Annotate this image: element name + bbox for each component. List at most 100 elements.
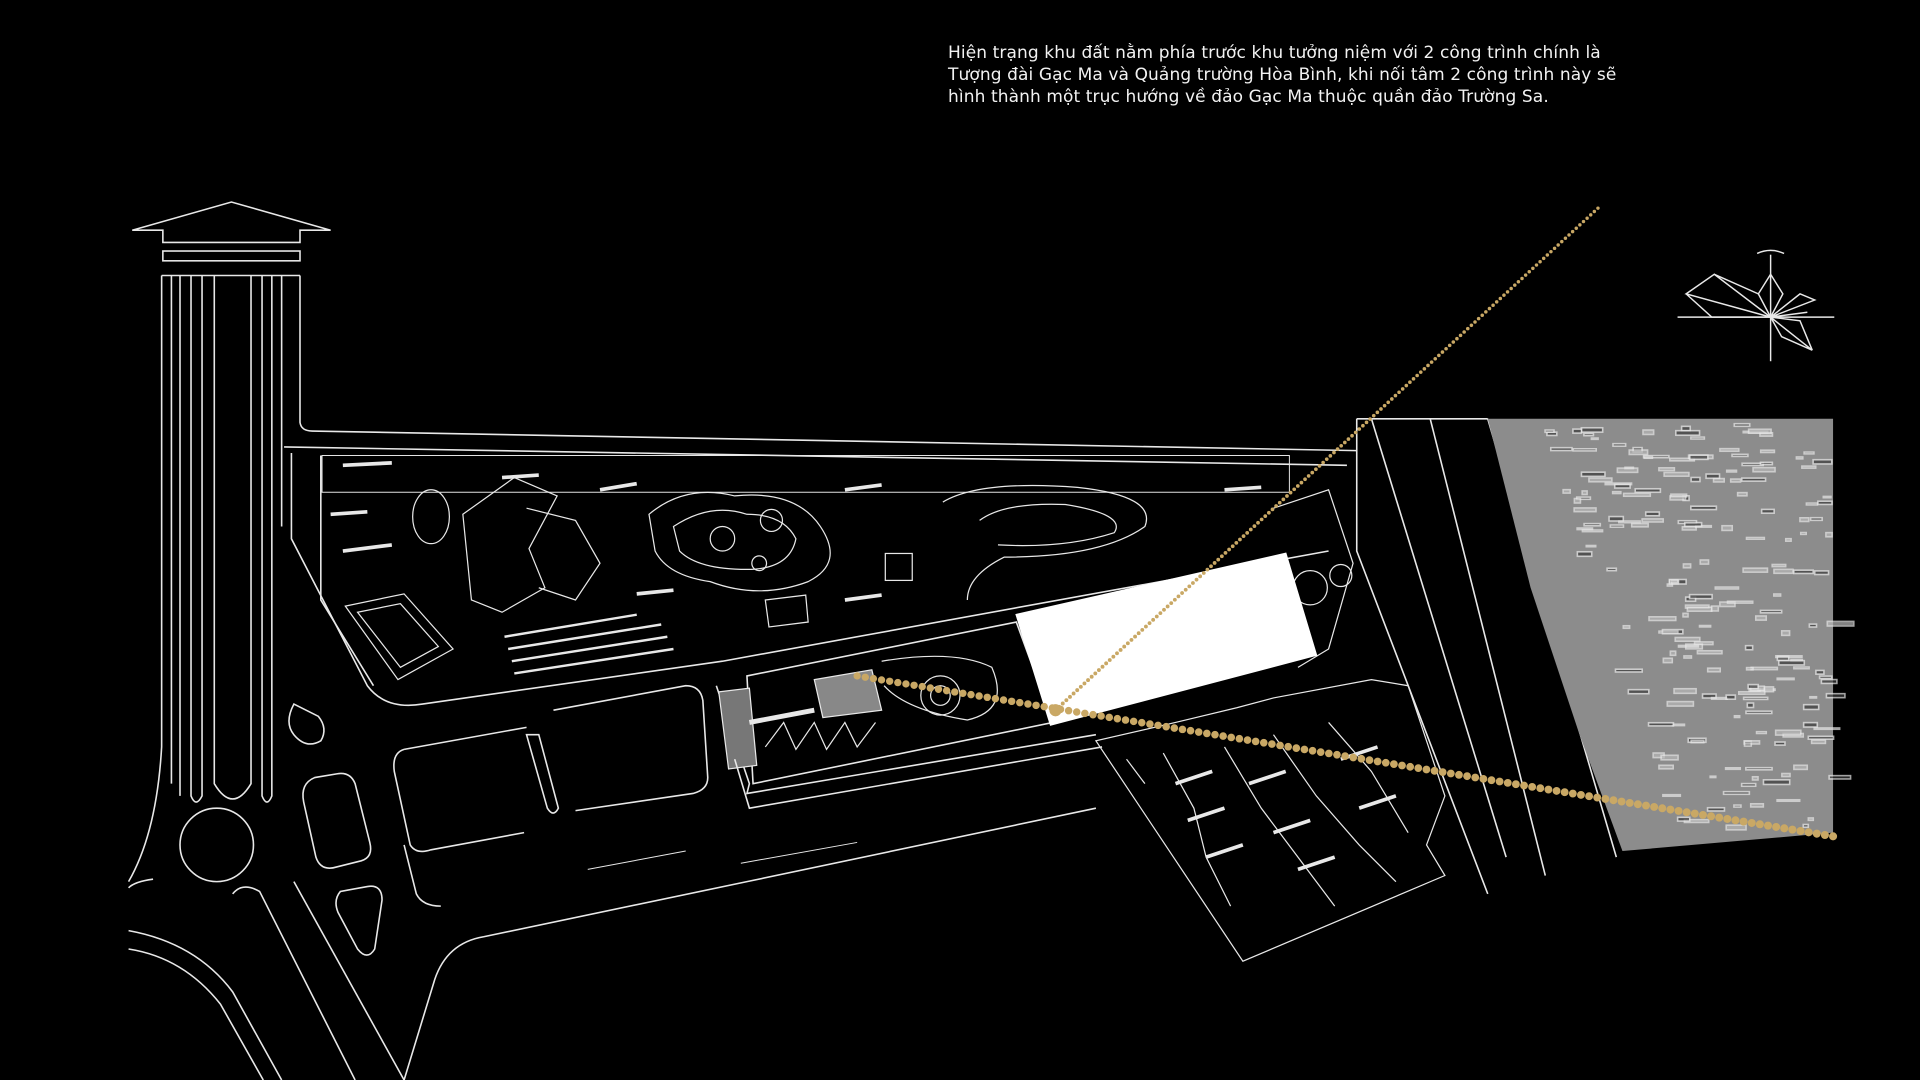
axis-dot: [1064, 706, 1073, 715]
axis-dot: [1191, 581, 1195, 585]
axis-dot: [1314, 467, 1318, 472]
water-texture-mark: [1628, 449, 1649, 456]
axis-dot: [1251, 737, 1260, 746]
axis-dot: [1219, 732, 1227, 740]
axis-dot: [1418, 370, 1423, 374]
axis-dot: [853, 672, 861, 680]
axis-dot: [1723, 814, 1732, 823]
axis-dot: [1528, 782, 1537, 791]
axis-dot: [1455, 336, 1459, 341]
axis-dot: [1739, 817, 1748, 826]
axis-dot: [999, 696, 1008, 704]
water-texture-mark: [1817, 500, 1833, 506]
water-texture-mark: [1581, 529, 1604, 533]
axis-dot: [1172, 597, 1177, 602]
axis-dot: [1096, 668, 1101, 672]
water-texture-mark: [1580, 471, 1606, 478]
axis-dot: [1086, 678, 1091, 683]
axis-dot: [1129, 717, 1138, 726]
axis-dot: [1820, 830, 1829, 840]
axis-dot: [1422, 765, 1431, 774]
water-texture-mark: [1688, 593, 1713, 600]
water-texture-mark: [1658, 467, 1676, 472]
axis-dot: [1248, 527, 1253, 532]
axis-dot: [1463, 772, 1471, 781]
axis-dot: [1633, 800, 1642, 809]
axis-dot: [1365, 756, 1374, 764]
axis-dot: [1241, 534, 1246, 539]
axis-dot: [1016, 698, 1024, 707]
water-texture-mark: [1671, 723, 1686, 727]
water-texture-mark: [1725, 824, 1747, 831]
axis-dot: [1146, 720, 1154, 728]
axis-dot: [1698, 810, 1707, 819]
axis-dot: [1373, 757, 1382, 766]
axis-dot: [1592, 209, 1597, 214]
axis-dot: [1115, 651, 1119, 656]
axis-dot: [1433, 356, 1438, 361]
water-texture-mark: [1793, 764, 1809, 771]
axis-dot: [934, 685, 943, 693]
axis-dot: [1780, 824, 1789, 833]
axis-dot: [1064, 698, 1069, 703]
axis-dot: [1227, 547, 1231, 552]
water-texture-mark: [1725, 469, 1738, 473]
water-texture-mark: [1745, 536, 1766, 541]
water-texture-mark: [1822, 495, 1832, 499]
water-texture-mark: [1699, 559, 1710, 565]
water-texture-mark: [1733, 422, 1751, 428]
axis-dot: [1212, 561, 1217, 565]
axis-dot: [1502, 293, 1506, 297]
water-texture-mark: [1643, 455, 1654, 460]
water-texture-mark: [1825, 531, 1833, 538]
axis-dot: [1440, 350, 1445, 354]
axis-dot: [1339, 443, 1344, 448]
water-texture-mark: [1776, 677, 1795, 681]
axis-dot: [1292, 487, 1297, 492]
gac-ma-axis-lines: [853, 206, 1838, 841]
axis-dot: [1235, 734, 1244, 743]
axis-dot: [1480, 313, 1485, 318]
water-texture-mark: [1781, 772, 1791, 778]
axis-dot: [918, 682, 926, 691]
axis-dot: [1341, 752, 1349, 760]
water-texture-mark: [1644, 511, 1661, 517]
water-texture-mark: [1755, 730, 1768, 735]
water-texture-mark: [1666, 700, 1695, 707]
axis-dot: [1446, 769, 1455, 778]
axis-dot: [1104, 661, 1109, 666]
water-texture-mark: [1662, 657, 1674, 664]
water-texture-mark: [1799, 531, 1807, 536]
axis-dot: [1324, 749, 1333, 758]
axis-dot: [1136, 631, 1141, 636]
axis-dot: [894, 678, 902, 687]
axis-dot: [1133, 634, 1137, 639]
axis-dot: [1093, 671, 1098, 676]
axis-dot: [1458, 333, 1463, 338]
axis-dot: [1328, 454, 1333, 458]
water-texture-mark: [1609, 524, 1625, 528]
water-texture-mark: [1805, 502, 1819, 506]
description-caption: Hiện trạng khu đất nằm phía trước khu tư…: [948, 42, 1848, 108]
axis-dot: [1353, 430, 1358, 435]
water-texture-mark: [1799, 516, 1810, 523]
water-texture-mark: [1585, 544, 1597, 548]
axis-dot: [1121, 716, 1130, 724]
axis-dot: [1144, 624, 1148, 629]
axis-dot: [1078, 684, 1083, 689]
water-texture-mark: [1807, 735, 1835, 740]
axis-dot: [1473, 320, 1477, 324]
peace-square-plaza: [1015, 552, 1318, 726]
water-texture-mark: [1683, 521, 1703, 528]
water-texture-mark: [1712, 477, 1725, 483]
axis-dot: [1118, 648, 1123, 652]
compass-rose-icon: [1677, 249, 1835, 362]
axis-dot: [1731, 816, 1740, 825]
river-banks: [1355, 417, 1618, 895]
axis-dot: [1430, 766, 1439, 775]
water-texture-mark: [1747, 428, 1772, 435]
water-texture-mark: [1763, 686, 1775, 693]
axis-dot: [1097, 712, 1105, 720]
axis-dot: [1487, 306, 1492, 311]
